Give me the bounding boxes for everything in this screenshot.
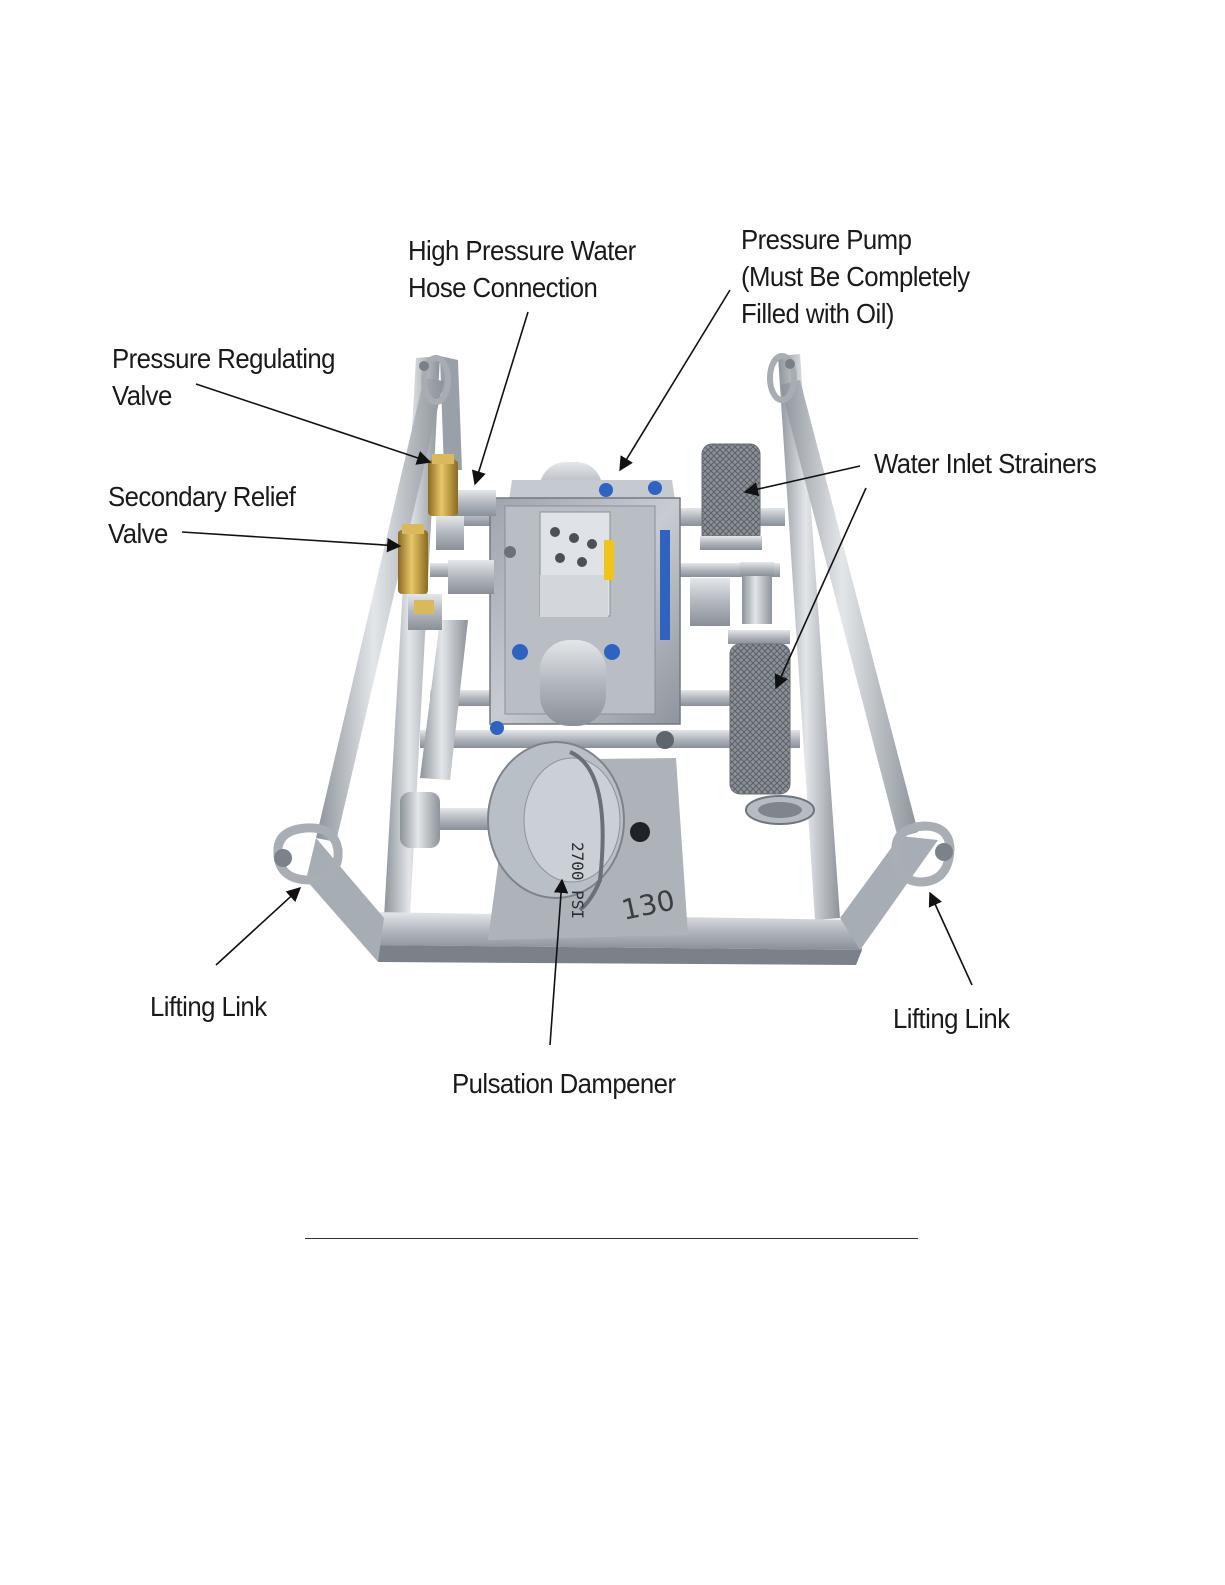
dampener-marking-text: 2700 PSI [568,842,587,919]
label-pressure-pump: Pressure Pump (Must Be Completely Filled… [741,221,970,332]
arrow-hp-hose [475,312,528,484]
label-hp-hose-connection: High Pressure Water Hose Connection [408,232,636,306]
pressure-pump [490,462,680,749]
label-lifting-link-right: Lifting Link [893,1000,1010,1037]
label-secondary-relief-valve: Secondary Relief Valve [108,478,295,552]
label-lifting-link-left: Lifting Link [150,988,267,1025]
arrow-lift-right [930,893,972,985]
arrow-pump [620,290,730,470]
arrow-lift-left [216,888,300,965]
caption-rule [305,1238,918,1239]
label-pressure-regulating-valve: Pressure Regulating Valve [112,340,335,414]
label-pulsation-dampener: Pulsation Dampener [452,1065,675,1102]
label-water-inlet-strainers: Water Inlet Strainers [874,445,1096,482]
